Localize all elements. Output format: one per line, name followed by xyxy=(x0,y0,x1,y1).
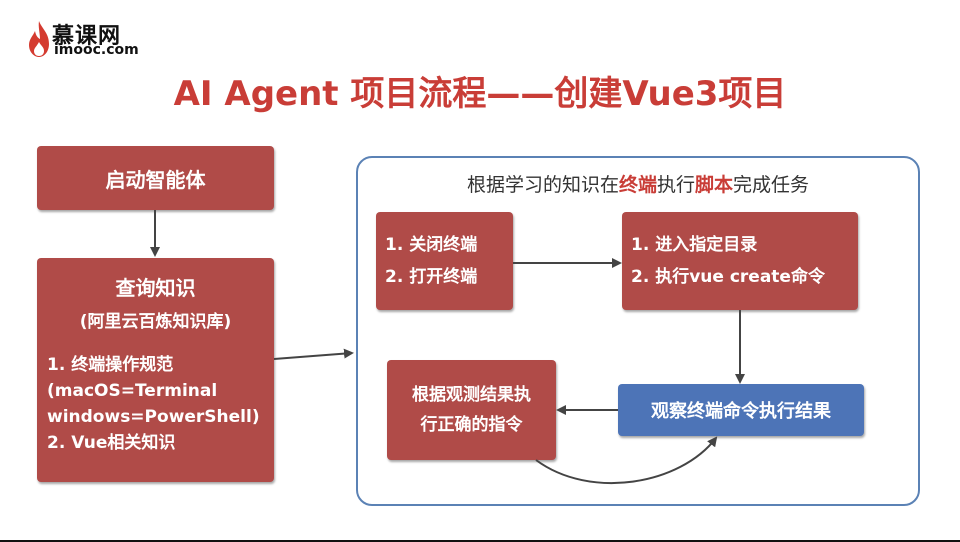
panel-title-part: 根据学习的知识在 xyxy=(466,174,619,196)
query-knowledge-subtitle: (阿里云百炼知识库) xyxy=(79,312,232,332)
panel-title-part: 执行 xyxy=(656,174,695,196)
list-item: 2. Vue相关知识 xyxy=(47,433,176,453)
list-item: 2. 打开终端 xyxy=(385,267,478,287)
panel-title-highlight: 终端 xyxy=(618,174,657,196)
list-item: (macOS=Terminal xyxy=(47,381,218,401)
start-agent-box: 启动智能体 xyxy=(37,146,274,210)
imooc-logo: 慕课网 imooc.com xyxy=(28,18,168,62)
list-item: 行正确的指令 xyxy=(420,415,523,435)
observe-result-label: 观察终端命令执行结果 xyxy=(651,401,831,422)
run-command-box: 1. 进入指定目录 2. 执行vue create命令 xyxy=(622,212,858,310)
arrow-query-to-panel xyxy=(273,348,354,360)
flame-icon xyxy=(29,21,49,57)
arrow-correct-to-observe xyxy=(535,436,718,485)
query-knowledge-box: 查询知识 (阿里云百炼知识库) 1. 终端操作规范 (macOS=Termina… xyxy=(37,258,274,482)
correct-command-box: 根据观测结果执 行正确的指令 xyxy=(387,360,556,460)
slide-title: AI Agent 项目流程——创建Vue3项目 xyxy=(173,74,787,114)
panel-title-part: 完成任务 xyxy=(733,174,810,196)
start-agent-label: 启动智能体 xyxy=(105,167,206,192)
logo-text-cn: 慕课网 xyxy=(52,24,122,49)
list-item: 根据观测结果执 xyxy=(412,385,531,405)
list-item: 1. 关闭终端 xyxy=(385,235,478,255)
logo-text-en: imooc.com xyxy=(54,42,139,58)
panel-title: 根据学习的知识在终端执行脚本完成任务 xyxy=(358,170,918,197)
terminal-restart-box: 1. 关闭终端 2. 打开终端 xyxy=(376,212,513,310)
query-knowledge-list: 1. 终端操作规范 (macOS=Terminal windows=PowerS… xyxy=(47,352,274,456)
query-knowledge-title: 查询知识 xyxy=(115,276,196,300)
list-item: 2. 执行vue create命令 xyxy=(631,267,825,287)
list-item: 1. 终端操作规范 xyxy=(47,355,174,375)
observe-result-box: 观察终端命令执行结果 xyxy=(618,384,864,436)
list-item: 1. 进入指定目录 xyxy=(631,235,758,255)
panel-title-highlight: 脚本 xyxy=(695,174,734,196)
list-item: windows=PowerShell) xyxy=(47,407,260,427)
